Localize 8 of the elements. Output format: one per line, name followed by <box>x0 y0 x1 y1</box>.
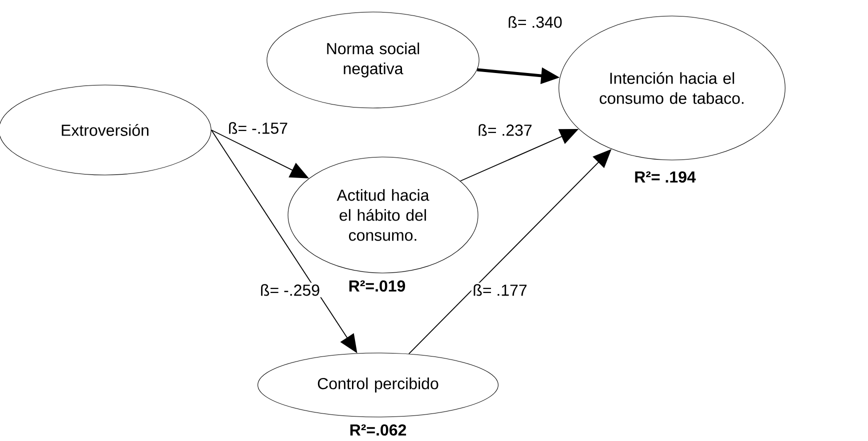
r-squared-label: R²=.019 <box>349 280 406 292</box>
coefficient-label: ß= -.157 <box>226 120 290 136</box>
r-squared-label: R²= .194 <box>635 171 696 183</box>
coefficient-label: ß= -.259 <box>258 282 322 298</box>
path-arrow <box>408 149 612 354</box>
coefficient-label: ß= .237 <box>476 122 534 138</box>
r-squared-label: R²=.062 <box>350 424 406 436</box>
coefficient-label: ß= .177 <box>471 282 529 298</box>
